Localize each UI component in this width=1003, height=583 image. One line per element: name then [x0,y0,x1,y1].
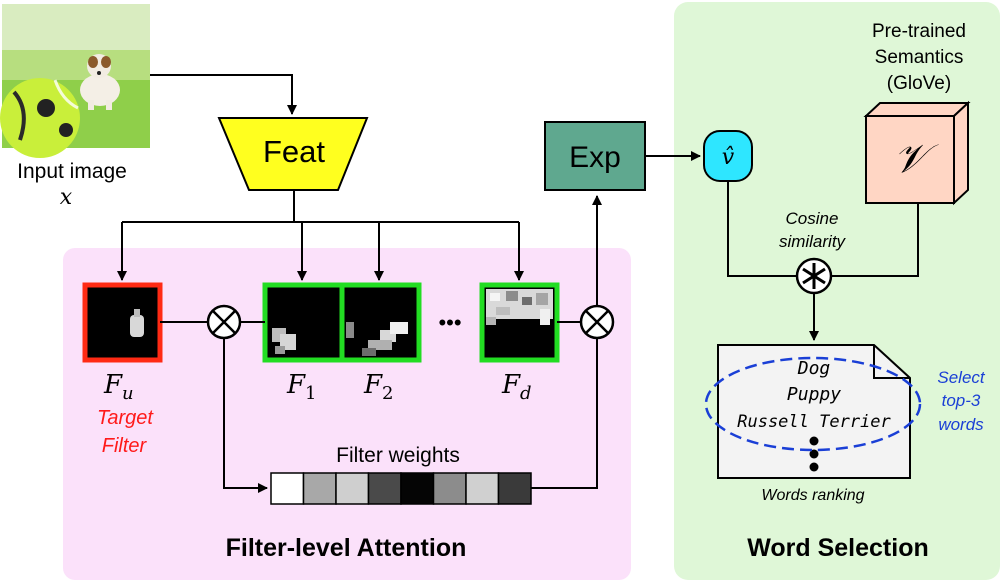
select-top3-2: top-3 [942,391,981,410]
filter-map-fd [479,282,560,363]
words-ranking-caption: Words ranking [761,487,864,504]
filter-f1-label: F1 [286,370,317,404]
feat-label: Feat [263,134,325,169]
filter-attention-title: Filter-level Attention [226,534,467,562]
filter-weight-cell [302,472,337,505]
feat-block [217,117,369,191]
semantics-title-2: Semantics [875,47,964,68]
target-filter-caption-1: Target [97,407,154,429]
multiply-operator-left [206,304,242,340]
input-image-caption: Input image [17,160,127,183]
filter-fd-label: Fd [501,370,532,404]
select-top3-1: Select [937,368,986,387]
arrow-multiply-to-weights [223,338,268,493]
exp-block [544,121,646,191]
semantics-title-3: (GloVe) [887,73,951,94]
top-3-selection-ellipse [704,356,922,452]
multiply-operator-right [579,304,615,340]
line-vhat-to-cosine [727,181,797,277]
semantics-title-1: Pre-trained [872,21,966,42]
filter-weight-cell [335,472,370,505]
select-top3-3: words [938,415,984,434]
filter-map-f2 [339,282,422,363]
arrow-image-to-feat [150,74,297,115]
filter-weight-cell [400,472,435,505]
word-rank-3: Russell Terrier [737,412,891,432]
target-filter-label: Fu [103,370,134,404]
cosine-label-1: Cosine [786,209,839,228]
input-image [0,4,150,158]
semantics-cube [863,100,971,206]
exp-label: Exp [569,141,621,174]
filter-weight-cell [270,472,305,505]
filters-ellipsis: ••• [438,310,461,335]
target-filter-caption-2: Filter [102,435,148,457]
line-semantics-to-cosine [831,203,919,277]
filter-f2-label: F2 [363,370,394,404]
target-filter-map [82,282,163,363]
vhat-label: v̂ [722,145,735,170]
more-words-dots [809,436,819,472]
cosine-label-2: similarity [779,232,847,251]
filter-weights-bar [270,472,532,505]
filter-weight-cell [432,472,467,505]
filter-map-f1 [262,282,345,363]
word-rank-2: Puppy [787,384,841,405]
filter-weight-cell [497,472,532,505]
filter-weights-title: Filter weights [336,444,460,467]
word-rank-1: Dog [797,358,831,379]
filter-weight-cell [367,472,402,505]
cosine-similarity-operator [795,257,833,295]
filter-weight-cell [465,472,500,505]
word-selection-title: Word Selection [747,534,929,562]
line-weights-to-multiply [527,338,598,489]
input-image-symbol: x [60,185,73,210]
